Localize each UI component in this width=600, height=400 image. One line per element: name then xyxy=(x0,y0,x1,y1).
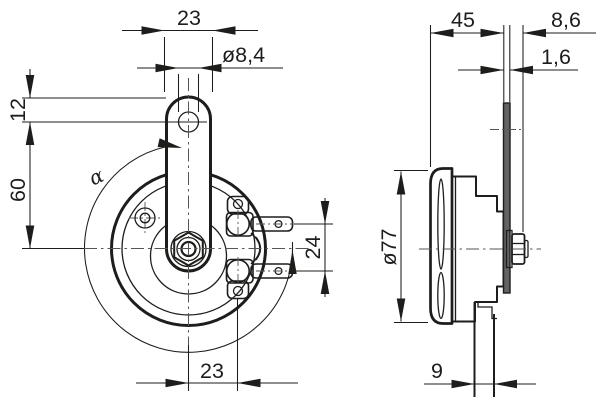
mounting-angle-arc xyxy=(84,146,294,353)
dim-bracket-thickness-label: 1,6 xyxy=(541,45,571,69)
dimension-annotations: 23 ø8,4 12 60 xyxy=(6,6,596,391)
grille-slit-upper xyxy=(437,178,445,270)
dim-terminal-spacing: 24 xyxy=(294,198,333,297)
bracket-foot xyxy=(473,302,497,397)
holder-bottom-rivet xyxy=(232,285,244,297)
grille-slit-lower xyxy=(437,271,445,320)
bracket-strip xyxy=(502,102,511,294)
rivet xyxy=(129,202,161,234)
dim-center-to-terminal-label: 23 xyxy=(200,359,224,383)
dim-bracket-width: 23 xyxy=(122,6,258,92)
dim-bracket-width-label: 23 xyxy=(177,6,201,30)
dim-hole-diameter: ø8,4 xyxy=(137,43,283,112)
grille-bezel xyxy=(429,167,454,325)
dim-foot-width: 9 xyxy=(424,359,536,389)
side-view xyxy=(429,102,529,397)
dim-hole-to-center: 60 xyxy=(6,122,84,250)
dim-bracket-to-rear: 8,6 xyxy=(522,8,596,232)
dim-hole-diameter-label: ø8,4 xyxy=(222,43,265,67)
dim-foot-width-label: 9 xyxy=(431,359,443,383)
terminal-top xyxy=(225,211,294,237)
dim-bracket-thickness: 1,6 xyxy=(458,25,578,102)
dim-mounting-angle-label: α xyxy=(85,163,108,191)
dim-front-to-bracket-label: 45 xyxy=(451,8,475,32)
dim-hole-to-center-label: 60 xyxy=(6,178,30,202)
holder-top-rivet xyxy=(232,198,244,210)
dim-body-diameter-label: ø77 xyxy=(377,228,401,265)
dim-hole-offset-label: 12 xyxy=(6,98,30,122)
dim-terminal-spacing-label: 24 xyxy=(301,236,325,260)
dim-hole-offset: 12 xyxy=(6,69,207,123)
dim-body-diameter: ø77 xyxy=(377,169,428,324)
dim-bracket-to-rear-label: 8,6 xyxy=(551,8,581,32)
dim-front-to-bracket: 45 xyxy=(429,8,504,167)
dim-center-to-terminal: 23 xyxy=(136,299,298,391)
